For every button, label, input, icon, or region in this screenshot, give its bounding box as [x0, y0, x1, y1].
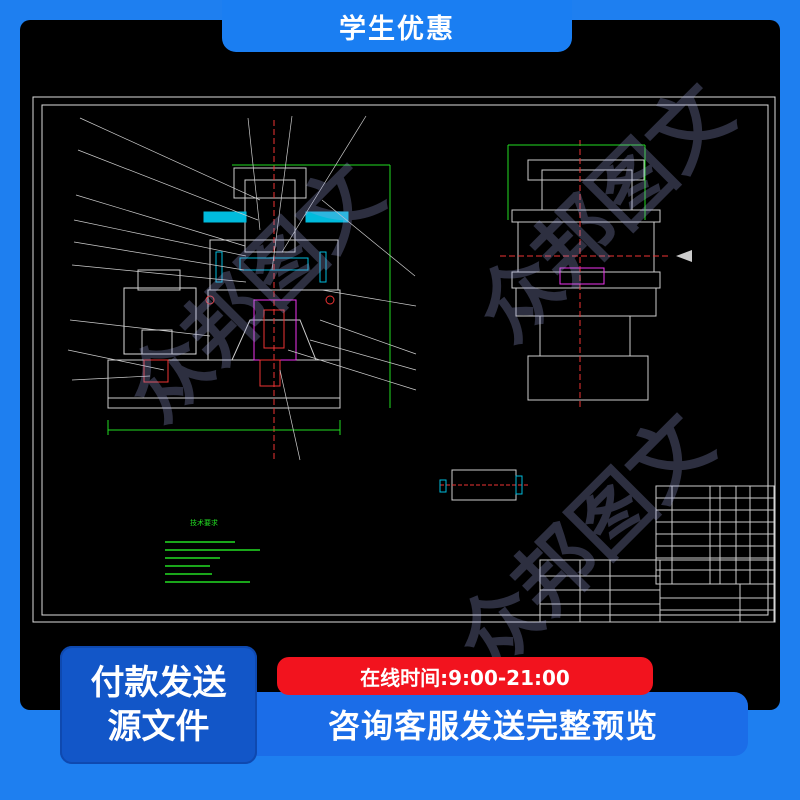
- online-hours-text: 在线时间:9:00-21:00: [360, 665, 570, 690]
- consult-text: 咨询客服发送完整预览: [327, 707, 658, 745]
- consult-service-banner: 咨询客服发送完整预览: [238, 692, 748, 756]
- side-view: [500, 140, 692, 410]
- cad-drawing: 技术要求: [32, 96, 776, 623]
- pay-line-1: 付款发送: [90, 663, 227, 703]
- technical-notes: 技术要求: [165, 518, 260, 583]
- cad-drawing-preview: 技术要求: [20, 20, 780, 710]
- student-discount-banner: 学生优惠: [222, 0, 572, 52]
- note-title: 技术要求: [190, 518, 218, 527]
- front-section-view: [67, 115, 417, 461]
- detail-view: [439, 469, 528, 501]
- title-block: [539, 485, 775, 623]
- pay-send-source-box: 付款发送 源文件: [60, 646, 257, 764]
- online-hours-badge: 在线时间:9:00-21:00: [277, 657, 653, 695]
- pay-line-2: 源文件: [107, 707, 210, 747]
- banner-title: 学生优惠: [339, 13, 455, 45]
